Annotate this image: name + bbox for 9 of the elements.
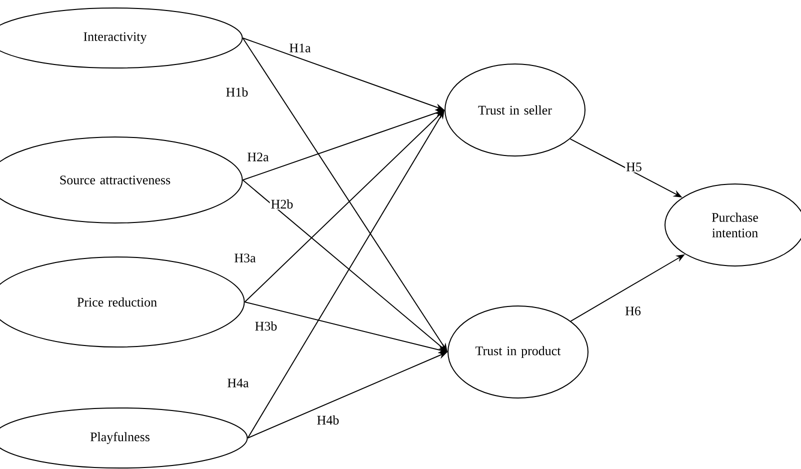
edge-label: H2a	[246, 152, 270, 162]
edge-label: H2b	[270, 198, 294, 210]
edge-label: H4a	[226, 378, 250, 388]
edge-label: H5	[625, 162, 643, 172]
edge-label: H1b	[224, 86, 250, 98]
edge-label: H6	[624, 306, 642, 316]
edge-label: H4b	[316, 414, 340, 426]
edge-label: H3b	[254, 320, 278, 332]
edge-label: H1a	[288, 42, 312, 54]
